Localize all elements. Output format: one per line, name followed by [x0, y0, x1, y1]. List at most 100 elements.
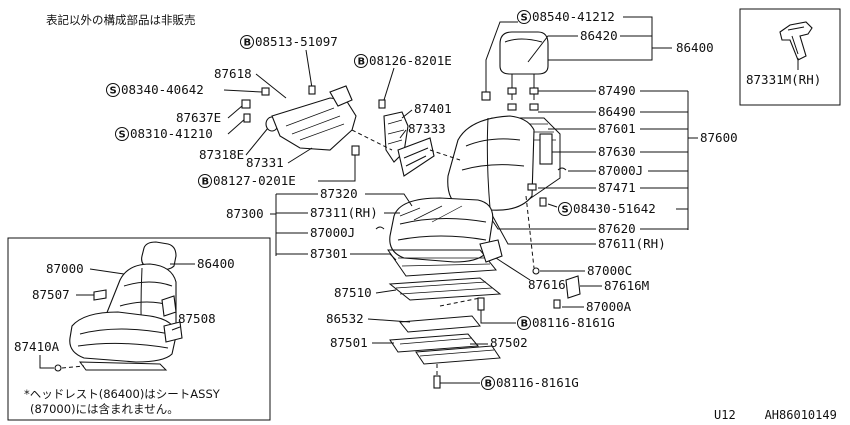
- mark-s-08310-41210: [115, 127, 129, 141]
- bolt-87000a: [553, 299, 561, 309]
- bolt-08430: [539, 197, 547, 207]
- label-86400: 86400: [676, 40, 714, 55]
- clip-08540: [481, 91, 491, 101]
- label-87490-a: 87490: [598, 83, 636, 98]
- leader-86420: [527, 35, 578, 63]
- label-87618: 87618: [214, 66, 252, 81]
- label-87301: 87301: [310, 246, 348, 261]
- label-87320: 87320: [320, 186, 358, 201]
- recliner-cover-87331-drawing: [271, 85, 357, 151]
- svg-text:B: B: [358, 57, 366, 68]
- svg-text:B: B: [485, 379, 493, 390]
- label-87311: 87311(RH): [310, 205, 378, 220]
- label-87502: 87502: [490, 335, 528, 350]
- mark-b-08127-0201e: [198, 174, 212, 188]
- part-87000c: [532, 267, 540, 275]
- svg-text:B: B: [244, 38, 252, 49]
- bolt-08116-a: [477, 297, 485, 311]
- label-87637e: 87637E: [176, 110, 221, 125]
- label-87471: 87471: [598, 180, 636, 195]
- label-08310-41210: 08310-41210: [130, 126, 213, 141]
- part-87637e: [241, 99, 251, 109]
- part-87616m: [565, 275, 581, 299]
- label-08116-8161g-b: 08116-8161G: [496, 375, 579, 390]
- seat-rails-drawing: [388, 277, 502, 365]
- leader-08540-to-clip: [485, 21, 518, 96]
- mark-s-08430-51642: [558, 202, 572, 216]
- seat-frame-drawing: [387, 239, 503, 277]
- bolt-08116-b: [433, 375, 441, 389]
- label-87000c: 87000C: [587, 263, 632, 278]
- screw-08127: [351, 145, 360, 156]
- inset-label-86400: 86400: [197, 256, 235, 271]
- leader-87611: [485, 203, 596, 245]
- svg-text:B: B: [521, 319, 529, 330]
- label-87000j-left: 87000J: [310, 225, 355, 240]
- label-87616m: 87616M: [604, 278, 649, 293]
- inset-note-line2: (87000)には含まれません。: [30, 402, 179, 416]
- screw-08513: [308, 85, 316, 95]
- label-87510: 87510: [334, 285, 372, 300]
- inset-box-seat-assy: [7, 237, 271, 421]
- screw-08126: [378, 99, 386, 109]
- svg-text:S: S: [110, 86, 117, 97]
- leader-08540: [623, 16, 653, 48]
- label-08430-51642: 08430-51642: [573, 201, 656, 216]
- svg-text:S: S: [119, 130, 126, 141]
- label-87616: 87616: [528, 277, 566, 292]
- label-87611: 87611(RH): [598, 236, 666, 251]
- footer-code: U12 AH86010149: [714, 408, 837, 422]
- label-87401: 87401: [414, 101, 452, 116]
- label-87600: 87600: [700, 130, 738, 145]
- inset-box-87331m: [739, 8, 841, 106]
- leader-87620: [487, 213, 596, 230]
- mark-s-08340-40642: [106, 83, 120, 97]
- label-08340-40642: 08340-40642: [121, 82, 204, 97]
- mark-s-08540-41212: [517, 10, 531, 24]
- label-87000a: 87000A: [586, 299, 632, 314]
- label-87331m: 87331M(RH): [746, 72, 821, 87]
- label-87620: 87620: [598, 221, 636, 236]
- label-87318e: 87318E: [199, 147, 244, 162]
- inset-note-line1: *ヘッドレスト(86400)はシートASSY: [24, 387, 221, 401]
- seat-cushion-drawing: [389, 197, 494, 263]
- label-08540-41212: 08540-41212: [532, 9, 615, 24]
- screw-08310: [243, 113, 251, 123]
- mark-b-08513-51097: [240, 35, 254, 49]
- label-08126-8201e: 08126-8201E: [369, 53, 452, 68]
- bracket-87331m-drawing: [779, 21, 813, 61]
- seatback-drawing: [447, 115, 535, 211]
- screw-08340: [261, 87, 270, 96]
- label-87630: 87630: [598, 144, 636, 159]
- label-86532: 86532: [326, 311, 364, 326]
- label-08116-8161g-a: 08116-8161G: [532, 315, 615, 330]
- svg-text:S: S: [562, 205, 569, 216]
- svg-text:B: B: [202, 177, 210, 188]
- mark-b-08116-a: [517, 316, 531, 330]
- inset-label-87000: 87000: [46, 261, 84, 276]
- inset-label-87507: 87507: [32, 287, 70, 302]
- complete-seat-drawing: [69, 241, 183, 371]
- label-08513-51097: 08513-51097: [255, 34, 338, 49]
- mark-b-08126-8201e: [354, 54, 368, 68]
- label-87000j-right: 87000J: [598, 163, 643, 178]
- inset-label-87410a: 87410A: [14, 339, 60, 354]
- mark-b-08116-b: [481, 376, 495, 390]
- label-86490-b: 86490: [598, 104, 636, 119]
- label-87501: 87501: [330, 335, 368, 350]
- mark-s-text: S: [521, 13, 528, 24]
- label-87331: 87331: [246, 155, 284, 170]
- recliner-87401-drawing: [383, 111, 435, 177]
- header-note: 表記以外の構成部品は非販売: [46, 13, 196, 27]
- headrest-drawing: [499, 31, 549, 100]
- label-87300: 87300: [226, 206, 264, 221]
- inset-label-87508: 87508: [178, 311, 216, 326]
- label-86420: 86420: [580, 28, 618, 43]
- leader-86400: [548, 48, 653, 61]
- label-08127-0201e: 08127-0201E: [213, 173, 296, 188]
- label-87601: 87601: [598, 121, 636, 136]
- part-87471: [527, 183, 537, 191]
- leader-87320: [365, 193, 413, 207]
- label-87333: 87333: [408, 121, 446, 136]
